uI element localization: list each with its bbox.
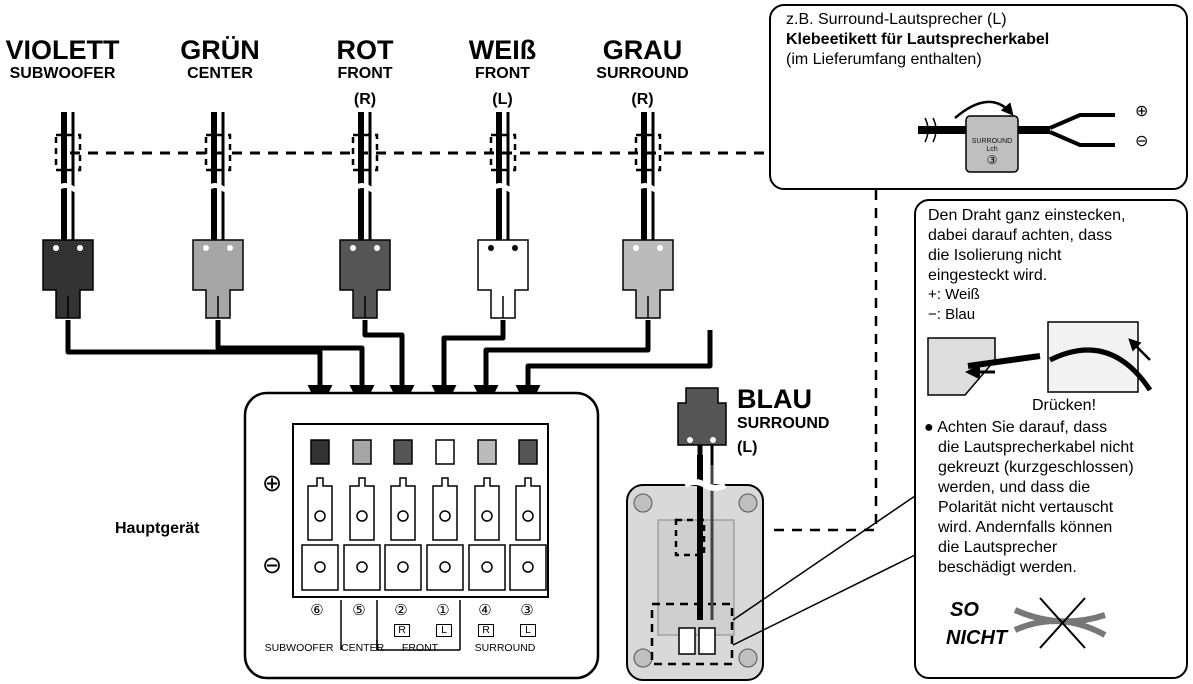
instr-line-3: die Isolierung nicht xyxy=(928,247,1062,264)
warn-line-6: wird. Andernfalls können xyxy=(938,519,1113,536)
callout-sticker-title: Klebeetikett für Lautsprecherkabel xyxy=(786,31,1050,48)
blau-label: BLAU xyxy=(737,384,812,414)
minus-blue-line: −: Blau xyxy=(928,306,976,323)
terminal-number-6: ⑥ xyxy=(310,602,324,619)
instr-line-4: eingesteckt wird. xyxy=(928,267,1048,284)
connector-rot xyxy=(339,112,391,319)
group-front: FRONT xyxy=(401,642,439,654)
sticker-number: ③ xyxy=(986,153,998,167)
terminal-6 xyxy=(509,439,547,591)
center-label: CENTER xyxy=(187,65,253,82)
callout-included-note: (im Lieferumfang enthalten) xyxy=(786,51,982,68)
surround-speaker-l xyxy=(626,455,764,681)
warn-line-2: die Lautsprecherkabel nicht xyxy=(938,439,1134,456)
callout-plus: ⊕ xyxy=(1135,103,1149,120)
instr-line-2: dabei darauf achten, dass xyxy=(928,227,1113,244)
plus-white-line: +: Weiß xyxy=(928,286,980,303)
terminal-number-3: ③ xyxy=(520,602,534,619)
warn-line-5: Polarität nicht vertauscht xyxy=(938,499,1114,516)
minus-symbol: ⊖ xyxy=(262,552,283,579)
terminal-side-l-front: L xyxy=(436,624,452,638)
front-l-label: FRONT xyxy=(474,65,531,82)
terminal-2 xyxy=(343,439,381,591)
callout-minus: ⊖ xyxy=(1135,133,1149,150)
routing-lines xyxy=(65,320,713,410)
warn-line-1: ● Achten Sie darauf, dass xyxy=(924,419,1108,436)
warn-line-8: beschädigt werden. xyxy=(938,559,1077,576)
press-label: Drücken! xyxy=(1032,397,1097,414)
callout-example-line: z.B. Surround-Lautsprecher (L) xyxy=(786,11,1007,28)
group-surround: SURROUND xyxy=(474,642,536,654)
violett-label: VIOLETT xyxy=(5,35,120,65)
connector-grün xyxy=(192,112,244,319)
terminal-number-2: ② xyxy=(394,602,408,619)
grau-label: GRAU xyxy=(602,35,683,65)
instr-line-1: Den Draht ganz einstecken, xyxy=(928,207,1126,224)
blau-side: (L) xyxy=(737,439,758,456)
main-unit-label: Hauptgerät xyxy=(115,520,200,537)
rot-label: ROT xyxy=(336,35,394,65)
terminal-side-r-front: R xyxy=(394,624,410,638)
terminal-block xyxy=(301,439,547,591)
warn-line-3: gekreuzt (kurzgeschlossen) xyxy=(938,459,1134,476)
so-label: SO xyxy=(950,599,979,621)
connector-weiß xyxy=(477,112,529,319)
terminal-4 xyxy=(426,439,464,591)
terminal-side-r-surround: R xyxy=(478,624,494,638)
terminal-5 xyxy=(468,439,506,591)
group-center: CENTER xyxy=(341,642,385,654)
weiss-label: WEIß xyxy=(468,35,537,65)
blau-connector xyxy=(677,387,727,465)
terminal-number-1: ① xyxy=(436,602,450,619)
terminal-number-5: ⑤ xyxy=(352,602,366,619)
front-r-side: (R) xyxy=(353,91,377,108)
subwoofer-label: SUBWOOFER xyxy=(9,65,116,82)
connector-violett xyxy=(42,112,94,319)
nicht-label: NICHT xyxy=(946,627,1008,649)
wire-callout xyxy=(914,199,1188,679)
blau-channel: SURROUND xyxy=(737,415,830,432)
terminal-3 xyxy=(384,439,422,591)
warn-line-4: werden, und dass die xyxy=(938,479,1091,496)
main-unit-panel xyxy=(243,391,600,680)
terminal-side-l-surround: L xyxy=(520,624,536,638)
warn-line-7: die Lautsprecher xyxy=(938,539,1058,556)
front-l-side: (L) xyxy=(492,91,513,108)
terminal-1 xyxy=(301,439,339,591)
sticker-surround: SURROUND xyxy=(971,138,1013,145)
surround-r-side: (R) xyxy=(631,91,654,108)
front-r-label: FRONT xyxy=(337,65,393,82)
connector-grau xyxy=(622,112,674,319)
surround-r-label: SURROUND xyxy=(596,65,689,82)
label-callout xyxy=(769,4,1188,190)
sticker-lch: Lch xyxy=(986,146,998,153)
plus-symbol: ⊕ xyxy=(262,470,283,497)
top-cables xyxy=(42,112,674,319)
terminal-number-4: ④ xyxy=(478,602,492,619)
callout-dashed-line-vertical xyxy=(770,190,878,532)
gruen-label: GRÜN xyxy=(180,35,260,65)
group-subwoofer: SUBWOOFER xyxy=(264,642,334,654)
